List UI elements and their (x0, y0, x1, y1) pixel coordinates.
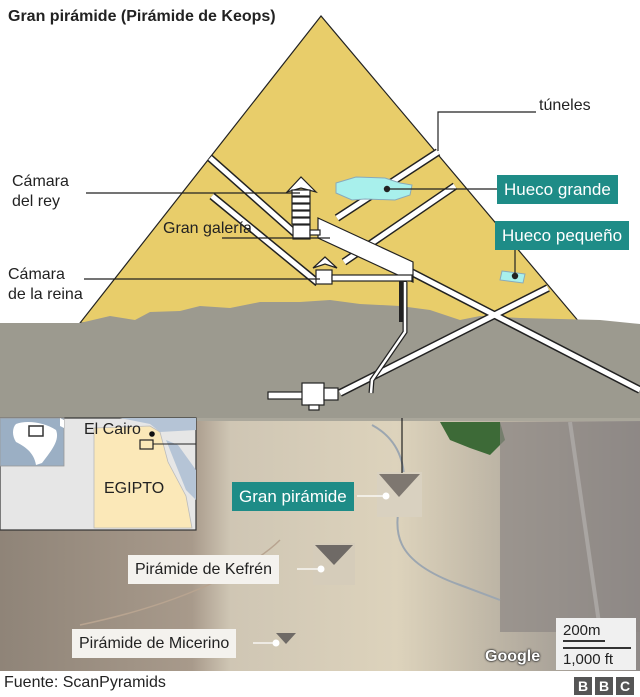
king-chamber-label: Cámara del rey (12, 172, 69, 212)
queen-chamber-label: Cámara de la reina (8, 265, 83, 305)
ground-layer (0, 300, 640, 418)
khafre-label: Pirámide de Kefrén (128, 555, 279, 584)
google-attribution: Google (485, 648, 541, 665)
king-chamber-label-line1: Cámara (12, 173, 69, 190)
scale-metric: 200m (563, 622, 601, 639)
inset-country-label: EGIPTO (104, 480, 165, 497)
king-chamber (285, 176, 321, 240)
menkaure-satellite (276, 633, 296, 644)
queen-chamber (312, 256, 413, 285)
bbc-logo-letter: C (616, 677, 634, 695)
grand-gallery-label: Gran galería (163, 220, 252, 237)
bbc-logo-letter: B (595, 677, 613, 695)
great-pyramid-satellite (377, 472, 422, 517)
subterranean-chamber (267, 382, 339, 411)
scale-imperial: 1,000 ft (563, 651, 614, 668)
inset-map (0, 417, 197, 531)
queen-chamber-label-line2: de la reina (8, 286, 83, 303)
menkaure-label: Pirámide de Micerino (72, 629, 237, 658)
inset-city-label: El Cairo (84, 421, 141, 438)
big-void (335, 176, 413, 201)
small-void-label: Hueco pequeño (495, 221, 630, 250)
queen-chamber-label-line1: Cámara (8, 266, 65, 283)
scale-bar: 200m 1,000 ft (556, 618, 636, 670)
khafre-satellite (313, 543, 355, 585)
bbc-logo-letter: B (574, 677, 592, 695)
great-pyramid-label: Gran pirámide (232, 482, 354, 511)
bbc-logo: B B C (574, 677, 634, 695)
page-title: Gran pirámide (Pirámide de Keops) (8, 8, 276, 25)
big-void-label: Hueco grande (497, 175, 618, 204)
source-credit: Fuente: ScanPyramids (4, 674, 166, 691)
scale-imperial-bar (563, 647, 631, 649)
king-chamber-label-line2: del rey (12, 193, 61, 210)
scale-metric-bar (563, 640, 605, 642)
tunnels-label: túneles (539, 97, 591, 114)
